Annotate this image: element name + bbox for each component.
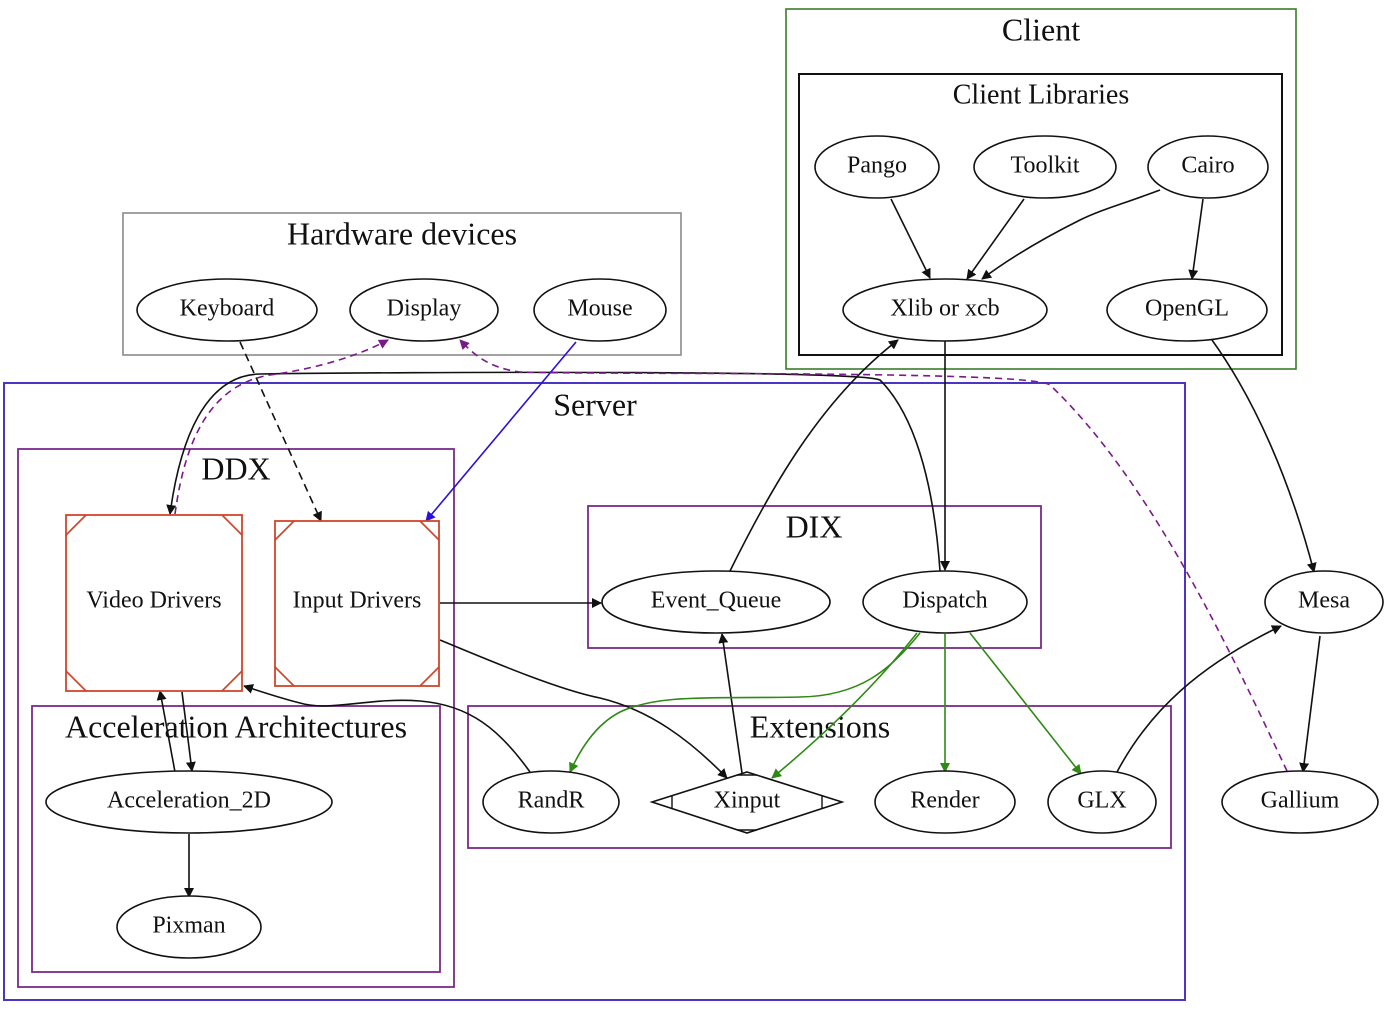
- node-pixman-label: Pixman: [152, 913, 225, 939]
- node-render[interactable]: Render: [874, 770, 1016, 834]
- edge-inputdrivers-xinput: [439, 639, 728, 779]
- cluster-hardware: Hardware devices: [122, 212, 682, 356]
- edge-mouse-inputdrivers: [425, 341, 577, 522]
- cluster-client: Client: [785, 8, 1297, 370]
- node-dispatch-label: Dispatch: [902, 588, 987, 614]
- cluster-client-libraries: Client Libraries: [798, 73, 1283, 356]
- node-gallium-label: Gallium: [1261, 788, 1340, 814]
- node-display[interactable]: Display: [349, 278, 499, 342]
- cluster-acceleration: Acceleration Architectures: [31, 705, 441, 973]
- node-xinput[interactable]: Xinput: [649, 771, 845, 834]
- edge-randr-videodrivers: [243, 684, 531, 773]
- node-pango-label: Pango: [847, 153, 907, 179]
- cluster-client-libraries-label: Client Libraries: [953, 79, 1130, 110]
- node-cairo-label: Cairo: [1181, 153, 1234, 179]
- cluster-acceleration-label: Acceleration Architectures: [65, 708, 407, 744]
- node-display-label: Display: [387, 296, 462, 322]
- cluster-hardware-label: Hardware devices: [287, 215, 517, 251]
- edge-keyboard-inputdrivers: [239, 341, 322, 522]
- node-video-drivers-label: Video Drivers: [86, 588, 221, 614]
- edge-cairo-xlib: [981, 189, 1161, 280]
- node-input-drivers-label: Input Drivers: [293, 588, 422, 614]
- node-render-label: Render: [910, 788, 979, 814]
- edge-xinput-eventqueue: [718, 633, 743, 774]
- edge-toolkit-xlib: [966, 198, 1025, 280]
- edge-dispatch-glx: [969, 632, 1082, 775]
- edge-pango-xlib: [890, 198, 931, 279]
- cluster-dix: DIX: [587, 505, 1042, 649]
- edge-gallium-display: [459, 339, 1288, 772]
- node-keyboard-label: Keyboard: [180, 296, 275, 322]
- edge-mesa-gallium: [1299, 635, 1321, 773]
- cluster-extensions-label: Extensions: [750, 708, 890, 744]
- edge-glx-mesa: [1116, 625, 1282, 773]
- node-event-queue-label: Event_Queue: [651, 588, 782, 614]
- node-glx[interactable]: GLX: [1047, 770, 1157, 834]
- cluster-dix-label: DIX: [786, 508, 843, 544]
- node-event-queue[interactable]: Event_Queue: [601, 570, 831, 634]
- edge-dispatch-xinput: [771, 632, 918, 779]
- node-xinput-label: Xinput: [714, 788, 781, 814]
- edge-cairo-opengl: [1188, 198, 1204, 280]
- node-randr[interactable]: RandR: [482, 770, 620, 834]
- cluster-server: Server: [3, 382, 1186, 1001]
- edge-videodrivers-display: [174, 339, 389, 515]
- node-input-drivers[interactable]: Input Drivers: [274, 520, 440, 687]
- node-acceleration-2d-label: Acceleration_2D: [107, 788, 271, 814]
- node-cairo[interactable]: Cairo: [1147, 135, 1269, 199]
- cluster-ddx-label: DDX: [201, 450, 270, 486]
- node-pango[interactable]: Pango: [814, 135, 940, 199]
- node-mesa[interactable]: Mesa: [1264, 570, 1384, 634]
- node-acceleration-2d[interactable]: Acceleration_2D: [45, 770, 333, 834]
- cluster-extensions: Extensions: [467, 705, 1172, 849]
- node-mesa-label: Mesa: [1298, 588, 1350, 614]
- node-mouse-label: Mouse: [567, 296, 632, 322]
- node-gallium[interactable]: Gallium: [1221, 770, 1379, 834]
- node-pixman[interactable]: Pixman: [116, 895, 262, 959]
- cluster-client-label: Client: [1002, 11, 1080, 47]
- node-randr-label: RandR: [518, 788, 585, 814]
- edge-videodrivers-acceleration2d: [181, 691, 196, 772]
- node-video-drivers[interactable]: Video Drivers: [65, 514, 243, 692]
- node-toolkit-label: Toolkit: [1011, 153, 1080, 179]
- edge-acceleration2d-videodrivers: [156, 690, 176, 773]
- cluster-ddx: DDX: [17, 448, 455, 988]
- node-xlib[interactable]: Xlib or xcb: [842, 278, 1048, 342]
- node-glx-label: GLX: [1077, 788, 1126, 814]
- node-dispatch[interactable]: Dispatch: [862, 570, 1028, 634]
- cluster-server-label: Server: [553, 386, 637, 422]
- node-keyboard[interactable]: Keyboard: [136, 278, 318, 342]
- edges: [156, 189, 1321, 898]
- node-opengl-label: OpenGL: [1145, 296, 1229, 322]
- edge-opengl-mesa: [1211, 339, 1317, 573]
- node-xlib-label: Xlib or xcb: [890, 296, 999, 322]
- edge-eventqueue-xlib: [729, 339, 899, 572]
- node-mouse[interactable]: Mouse: [533, 278, 667, 342]
- edge-dispatch-randr: [569, 632, 921, 773]
- node-toolkit[interactable]: Toolkit: [973, 135, 1117, 199]
- node-opengl[interactable]: OpenGL: [1106, 278, 1268, 342]
